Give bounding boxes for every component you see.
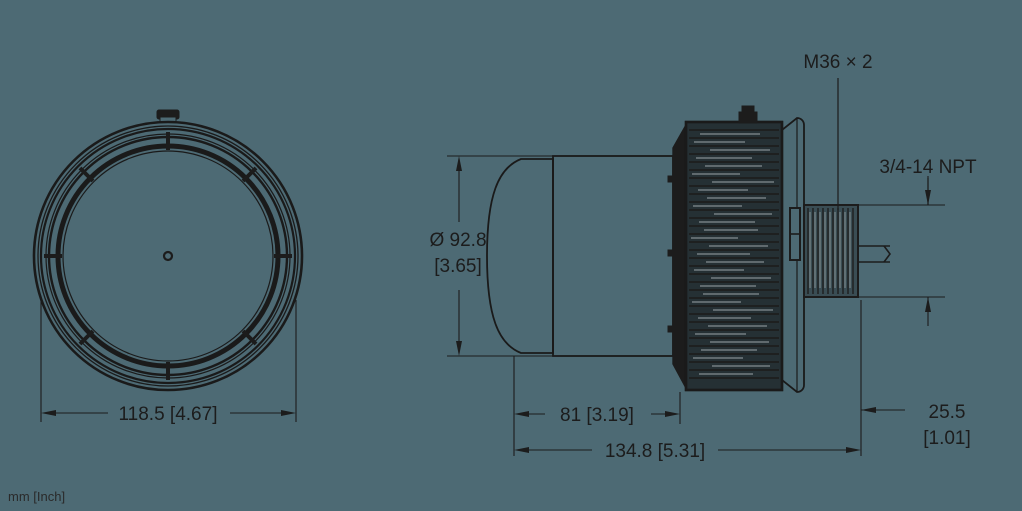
side-view-finned-housing <box>684 120 784 392</box>
metric-thread-callout: M36 × 2 <box>803 52 873 210</box>
front-circular-view: 118.5 [4.67] <box>32 109 304 425</box>
side-view-barrel <box>552 155 674 357</box>
side-view-rear-collar <box>781 117 805 393</box>
side-view-npt-thread <box>803 204 891 298</box>
front-view-top-tab <box>156 109 180 123</box>
side-profile-view: Ø 92.8 [3.65] 81 [3.19] <box>429 52 976 462</box>
overall-length-dimension: 134.8 [5.31] <box>513 300 862 462</box>
body-diameter-label-in: [3.65] <box>434 256 482 277</box>
npt-length-label-mm: 25.5 <box>929 402 966 423</box>
front-view-center-mark <box>162 250 174 262</box>
npt-length-dimension: 25.5 [1.01] <box>858 176 971 449</box>
metric-thread-label: M36 × 2 <box>803 52 872 73</box>
body-diameter-dimension: Ø 92.8 [3.65] <box>429 155 560 357</box>
side-view-dome-cap <box>486 158 554 354</box>
body-length-dimension: 81 [3.19] <box>513 356 681 426</box>
units-note: mm [Inch] <box>8 489 65 504</box>
body-diameter-label-mm: Ø 92.8 <box>429 230 486 251</box>
body-length-label: 81 [3.19] <box>560 405 634 426</box>
side-view-shoulder <box>667 122 687 389</box>
front-width-dimension: 118.5 [4.67] <box>40 300 297 425</box>
npt-thread-label: 3/4-14 NPT <box>879 157 977 178</box>
overall-length-label: 134.8 [5.31] <box>605 441 705 462</box>
front-width-label: 118.5 [4.67] <box>119 404 218 425</box>
npt-length-label-in: [1.01] <box>923 428 971 449</box>
npt-thread-callout: 3/4-14 NPT <box>879 157 977 205</box>
front-view-radial-ticks <box>44 132 292 380</box>
side-view-top-boss <box>738 105 758 124</box>
